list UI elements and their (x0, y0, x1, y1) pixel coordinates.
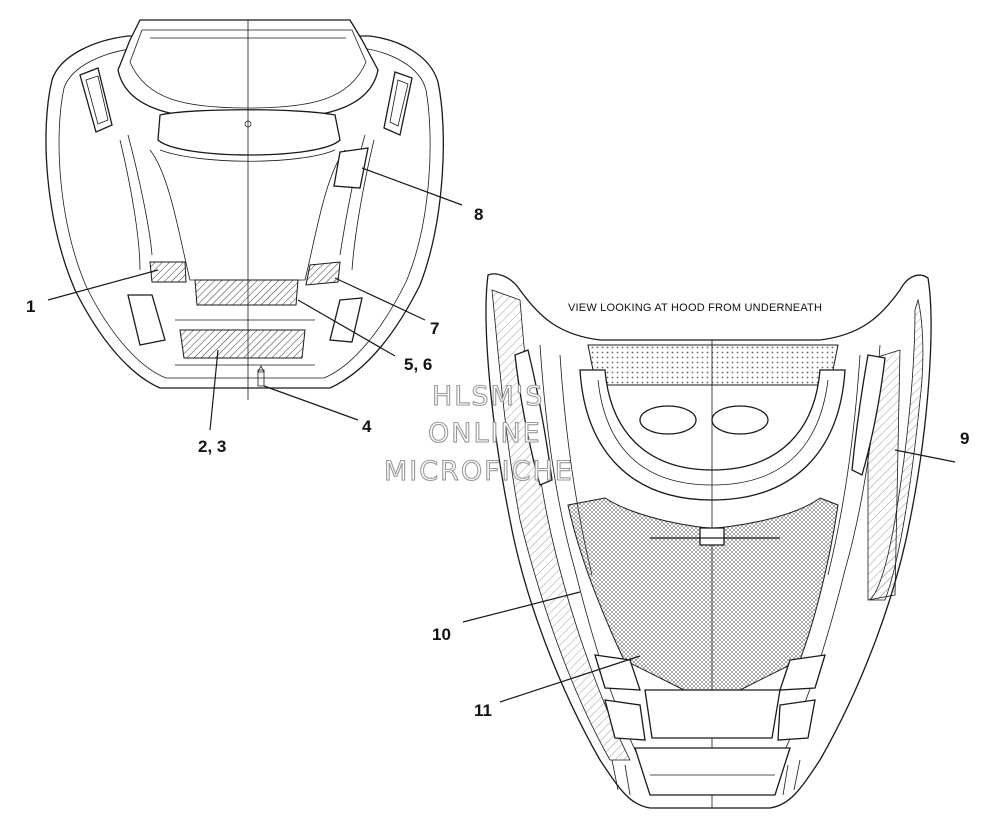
view-note: VIEW LOOKING AT HOOD FROM UNDERNEATH (568, 302, 822, 314)
callout-8: 8 (474, 205, 483, 224)
callout-5-6: 5, 6 (404, 355, 432, 374)
hood-top-view (45, 19, 444, 400)
callout-2-3: 2, 3 (198, 437, 226, 456)
callout-10: 10 (432, 625, 451, 644)
callout-9: 9 (960, 429, 969, 448)
callout-1: 1 (26, 297, 35, 316)
callout-labels: 1 2, 3 4 5, 6 7 8 9 10 11 (26, 205, 969, 720)
watermark: HLSM'S ONLINE MICROFICHE (383, 380, 574, 487)
callout-4: 4 (362, 417, 372, 436)
callout-11: 11 (474, 701, 492, 720)
watermark-line-3: MICROFICHE (384, 456, 574, 487)
hood-underside-view (485, 273, 932, 809)
watermark-line-1: HLSM'S (432, 381, 544, 412)
watermark-line-2: ONLINE (428, 418, 542, 449)
callout-7: 7 (430, 319, 439, 338)
leader-lines (47, 167, 956, 703)
